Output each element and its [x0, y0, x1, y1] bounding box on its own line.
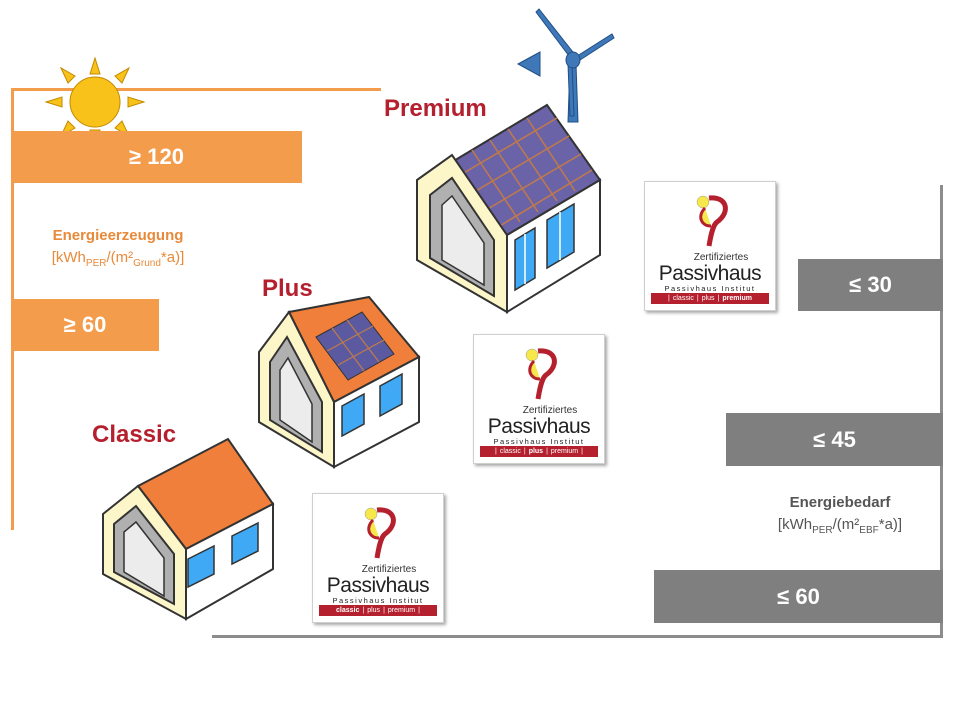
generation-axis-top: [11, 88, 381, 91]
demand-caption-unit: [kWhPER/(m²EBF*a)]: [777, 516, 903, 536]
logo-zertifiziertes: Zertifiziertes: [522, 405, 578, 416]
passivhaus-premium-logo: Zertifiziertes Passivhaus Passivhaus Ins…: [644, 181, 776, 311]
logo-zertifiziertes: Zertifiziertes: [361, 564, 417, 575]
generation-caption-unit: [kWhPER/(m²Grund*a)]: [51, 249, 185, 269]
house-premium-icon: [416, 103, 602, 314]
passivhaus-mark-icon: [525, 348, 557, 400]
demand-premium-bar: ≤ 30: [798, 259, 943, 311]
demand-axis-bottom: [212, 635, 943, 638]
logo-band: |classic| plus| premium: [651, 293, 769, 304]
demand-caption-title: Energiebedarf: [789, 494, 891, 511]
logo-name: Passivhaus: [658, 262, 762, 285]
passivhaus-plus-logo: Zertifiziertes Passivhaus Passivhaus Ins…: [473, 334, 605, 464]
logo-name: Passivhaus: [326, 574, 430, 597]
passivhaus-classic-logo: Zertifiziertes Passivhaus Passivhaus Ins…: [312, 493, 444, 623]
house-classic-icon: [102, 437, 275, 621]
logo-institut: Passivhaus Institut: [493, 437, 585, 446]
passivhaus-mark-icon: [364, 507, 396, 559]
generation-plus-bar: ≥ 60: [11, 299, 159, 351]
logo-institut: Passivhaus Institut: [664, 284, 756, 293]
logo-band: classic| plus| premium|: [319, 605, 437, 616]
generation-caption: Energieerzeugung [kWhPER/(m²Grund*a)]: [18, 225, 218, 275]
tier-label-plus: Plus: [262, 275, 313, 302]
demand-plus-bar: ≤ 45: [726, 413, 943, 466]
wind-turbine-icon: [516, 8, 615, 123]
tier-label-premium: Premium: [384, 95, 487, 122]
logo-band: |classic| plus| premium|: [480, 446, 598, 457]
passivhaus-mark-icon: [696, 195, 728, 247]
demand-classic-bar: ≤ 60: [654, 570, 943, 623]
house-plus-icon: [258, 295, 421, 469]
tier-label-classic: Classic: [92, 421, 177, 448]
logo-name: Passivhaus: [487, 415, 591, 438]
demand-caption: Energiebedarf [kWhPER/(m²EBF*a)]: [745, 492, 935, 542]
generation-caption-title: Energieerzeugung: [52, 227, 184, 244]
logo-institut: Passivhaus Institut: [332, 596, 424, 605]
generation-premium-bar: ≥ 120: [11, 131, 302, 183]
demand-axis: [940, 185, 943, 638]
logo-zertifiziertes: Zertifiziertes: [693, 252, 749, 263]
